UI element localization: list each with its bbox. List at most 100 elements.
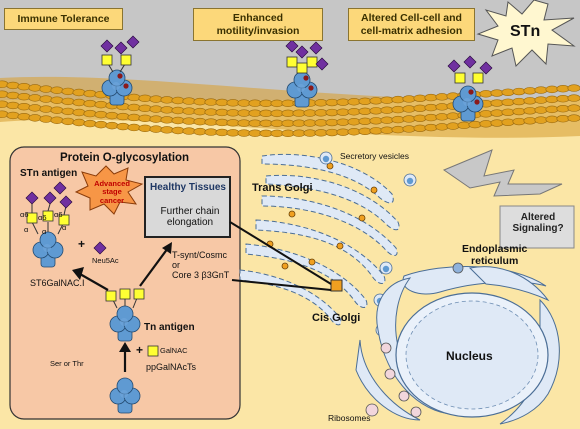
lipid-head <box>369 127 383 135</box>
lipid-head <box>50 86 64 94</box>
er-label: Endoplasmic reticulum <box>462 243 528 267</box>
alpha-label-2: α <box>42 227 47 236</box>
lipid-head <box>127 103 141 112</box>
lipid-head <box>182 107 196 115</box>
alpha-label-1: α <box>24 225 29 234</box>
lipid-head <box>39 85 53 93</box>
lipid-head <box>545 105 559 114</box>
lipid-head <box>94 120 108 129</box>
stn-starburst <box>476 0 576 67</box>
ribosomes <box>365 262 464 418</box>
immune-tolerance-label: Immune Tolerance <box>4 8 123 30</box>
lipid-head <box>72 108 86 117</box>
lipid-head <box>149 95 163 103</box>
stn-burst-label: STn <box>510 23 541 40</box>
lipid-head <box>149 115 163 123</box>
lipid-head <box>303 109 317 117</box>
lipid-head <box>446 122 460 130</box>
tn-antigen-glycoprotein <box>105 288 145 342</box>
lipid-head <box>490 109 504 117</box>
lipid-head <box>457 121 471 130</box>
lipid-head <box>545 85 559 94</box>
lipid-head <box>534 86 548 94</box>
galnac-symbol <box>147 345 159 357</box>
pathway-arrows <box>72 242 172 372</box>
lipid-head <box>226 129 240 137</box>
lipid-head <box>534 116 548 124</box>
lipid-head <box>193 117 207 126</box>
lipid-head <box>270 99 284 108</box>
lipid-head <box>490 99 504 107</box>
lipid-head <box>61 117 75 126</box>
lipid-head <box>127 123 141 132</box>
lipid-head <box>380 116 394 124</box>
lipid-head <box>83 89 97 98</box>
lipid-head <box>402 115 416 123</box>
lipid-head <box>512 107 526 116</box>
lipid-head <box>204 118 218 126</box>
stn-antigen-label: STn antigen <box>20 168 78 179</box>
lipid-head <box>149 105 163 113</box>
lipid-head <box>402 105 416 113</box>
lipid-head <box>193 97 207 106</box>
lipid-head <box>160 126 174 134</box>
lipid-head <box>149 125 163 133</box>
lipid-head <box>336 118 350 126</box>
lipid-head <box>237 119 251 127</box>
lipid-head <box>17 82 31 91</box>
advanced-cancer-starburst <box>74 165 144 215</box>
lipid-head <box>501 108 515 116</box>
lipid-head <box>83 119 97 128</box>
lipid-head <box>523 87 537 95</box>
lipid-head <box>105 111 119 120</box>
lipid-head <box>545 115 559 124</box>
lipid-head <box>424 123 438 132</box>
lipid-head <box>281 119 295 128</box>
lipid-head <box>435 93 449 101</box>
ribosomes-label: Ribosomes <box>328 413 371 423</box>
neu5ac-label: Neu5Ac <box>92 256 119 265</box>
nucleus-label: Nucleus <box>446 349 493 363</box>
lipid-head <box>358 127 372 135</box>
lipid-head <box>556 105 570 113</box>
lipid-head <box>435 113 449 121</box>
lipid-head <box>424 93 438 102</box>
lipid-head <box>479 110 493 118</box>
lipid-head <box>391 95 405 104</box>
lipid-head <box>512 117 526 126</box>
lipid-head <box>391 105 405 114</box>
lipid-head <box>292 119 306 127</box>
lipid-head <box>501 98 515 106</box>
cis-golgi-label: Cis Golgi <box>312 312 361 324</box>
lipid-head <box>512 87 526 96</box>
lipid-head <box>281 109 295 118</box>
altered-adhesion-label: Altered Cell-cell and cell-matrix adhesi… <box>348 8 475 41</box>
alpha6-label-3: α6 <box>54 210 63 219</box>
lipid-head <box>237 109 251 117</box>
lipid-head <box>6 111 20 120</box>
endoplasmic-reticulum <box>355 266 560 425</box>
lipid-head <box>468 120 482 129</box>
lipid-head <box>182 127 196 135</box>
lipid-head <box>567 84 580 92</box>
lipid-head <box>413 104 427 112</box>
lipid-head <box>17 92 31 101</box>
lipid-head <box>303 119 317 127</box>
lipid-head <box>39 115 53 123</box>
lipid-head <box>369 97 383 105</box>
lipid-head <box>413 94 427 102</box>
lipid-head <box>50 96 64 104</box>
lipid-head <box>336 98 350 106</box>
lipid-head <box>171 116 185 125</box>
lipid-head <box>193 127 207 136</box>
lipid-head <box>171 106 185 115</box>
lipid-head <box>314 99 328 107</box>
lipid-head <box>270 109 284 118</box>
lipid-head <box>391 115 405 124</box>
lipid-head <box>94 100 108 109</box>
lipid-head <box>61 87 75 96</box>
lipid-head <box>490 119 504 127</box>
lipid-head <box>424 113 438 122</box>
trans-golgi-label: Trans Golgi <box>252 182 313 194</box>
